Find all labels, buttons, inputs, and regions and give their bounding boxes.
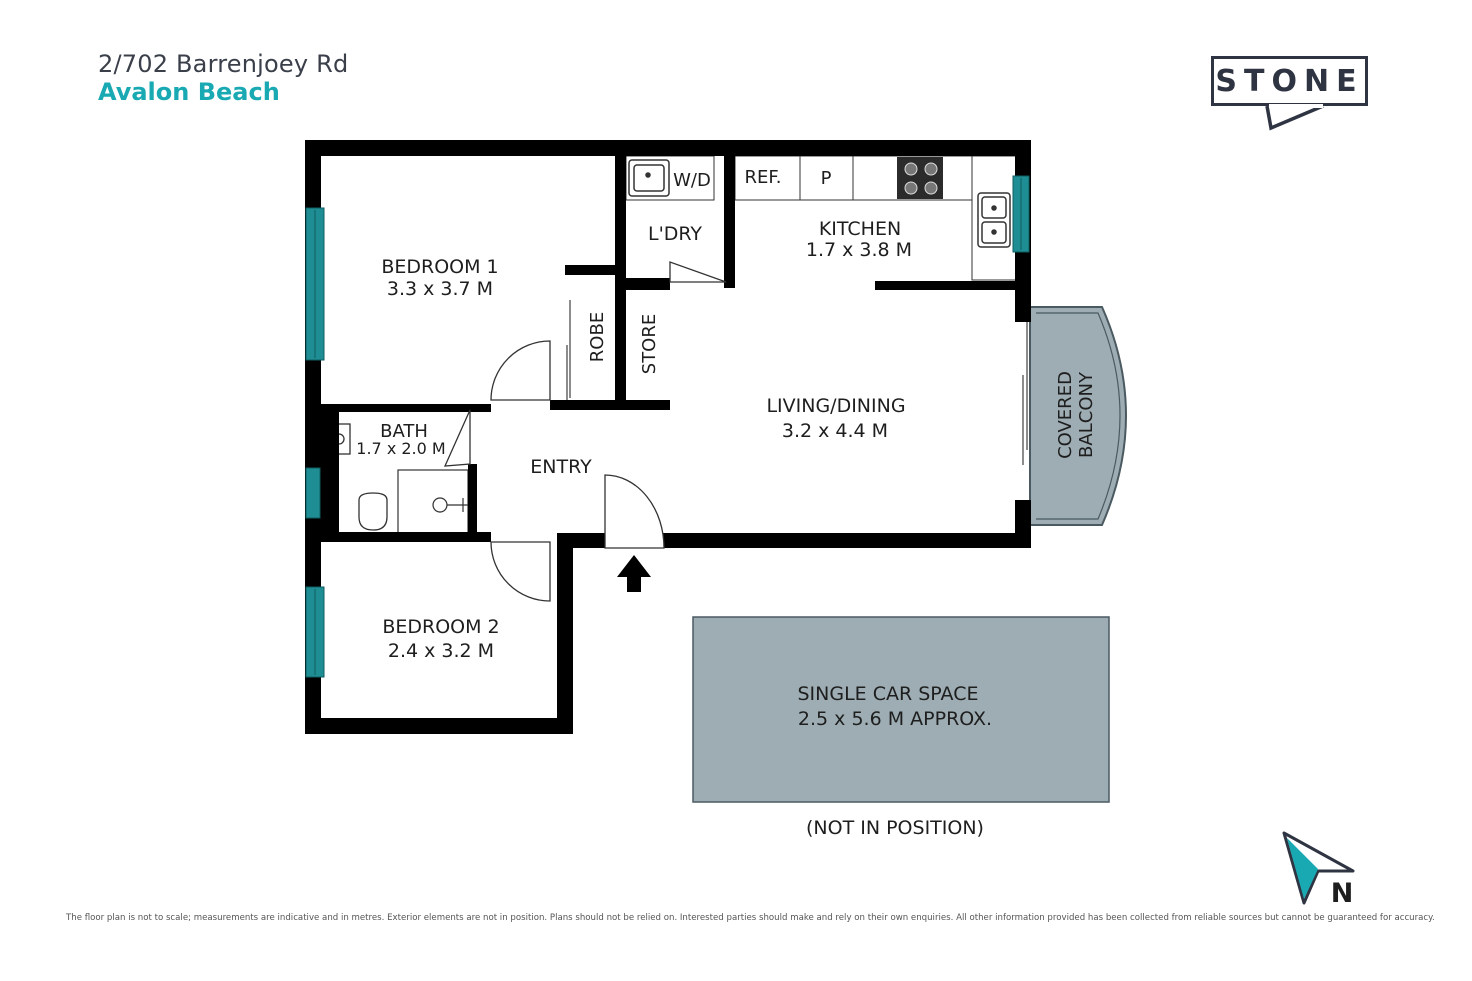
living-size: 3.2 x 4.4 M	[782, 420, 888, 442]
address-street: 2/702 Barrenjoey Rd	[98, 50, 349, 78]
kitchen-size: 1.7 x 3.8 M	[806, 239, 912, 261]
logo-text: STONE	[1215, 64, 1364, 99]
robe-label: ROBE	[587, 312, 608, 362]
door-swings	[443, 261, 727, 602]
north-arrow-icon: N	[1282, 831, 1355, 909]
disclaimer-text: The floor plan is not to scale; measurem…	[66, 913, 1435, 923]
laundry-tub-icon	[628, 159, 670, 197]
store-label: STORE	[639, 314, 660, 374]
fridge-label: REF.	[744, 167, 781, 188]
bedroom1-name: BEDROOM 1	[381, 256, 498, 278]
entry-name: ENTRY	[530, 456, 592, 478]
washer-dryer-label: W/D	[673, 170, 711, 191]
kitchen-sink-icon	[977, 192, 1011, 248]
logo-speech-tail-icon	[1265, 104, 1324, 131]
bath-size: 1.7 x 2.0 M	[356, 439, 445, 458]
pantry-label: P	[821, 168, 832, 189]
car-space-note: (NOT IN POSITION)	[806, 817, 984, 839]
toilet-icon	[358, 492, 388, 531]
car-space-line2: 2.5 x 5.6 M APPROX.	[798, 708, 992, 730]
balcony-label-line2: BALCONY	[1076, 371, 1097, 458]
laundry-name: L'DRY	[648, 223, 702, 245]
cooktop-icon	[897, 157, 943, 199]
balcony-area	[1029, 306, 1127, 526]
bedroom2-size: 2.4 x 3.2 M	[388, 640, 494, 662]
bath-name: BATH	[380, 421, 428, 442]
shower-icon	[397, 469, 469, 534]
bedroom1-size: 3.3 x 3.7 M	[387, 278, 493, 300]
balcony-label-line1: COVERED	[1055, 371, 1076, 459]
car-space	[692, 616, 1110, 803]
address-suburb: Avalon Beach	[98, 78, 280, 106]
kitchen-name: KITCHEN	[819, 218, 901, 240]
bedroom2-name: BEDROOM 2	[382, 616, 499, 638]
entry-arrow-icon	[617, 555, 651, 592]
north-label: N	[1331, 878, 1354, 909]
stone-logo: STONE	[1205, 52, 1380, 134]
sliding-doors	[566, 300, 1028, 465]
car-space-line1: SINGLE CAR SPACE	[798, 683, 979, 705]
living-name: LIVING/DINING	[766, 395, 905, 417]
